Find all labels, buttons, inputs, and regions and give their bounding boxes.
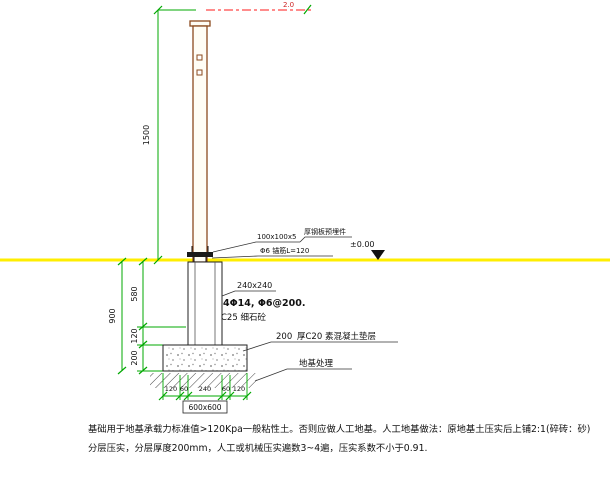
rebar-note-label: 4Φ14, Φ6@200. xyxy=(223,298,305,309)
overall-dim-label: 600x600 xyxy=(188,403,221,412)
cushion-block xyxy=(162,344,248,372)
pole-hole xyxy=(196,54,203,61)
elevation-marker: ±0.00 xyxy=(350,240,385,260)
elevation-label: ±0.00 xyxy=(350,240,375,249)
concrete-note-label: C25 细石砼 xyxy=(221,312,266,323)
annotation-cushion: 200 厚C20 素混凝土垫层 xyxy=(242,331,398,352)
dim-200-label: 200 xyxy=(130,350,139,365)
dim-seg-label: 120 xyxy=(165,385,177,393)
pole-cap xyxy=(189,20,211,27)
leader-line xyxy=(221,290,276,297)
pole xyxy=(189,20,211,263)
general-note-line-1: 基础用于地基承载力标准值>120Kpa一般粘性土。否则应做人工地基。人工地基做法… xyxy=(88,424,591,435)
dim-900-label: 900 xyxy=(108,308,117,323)
annotation-subgrade: 地基处理 xyxy=(254,358,352,382)
dim-seg-label: 120 xyxy=(233,385,245,393)
dim-tick xyxy=(153,5,163,15)
dim-tick xyxy=(217,391,227,401)
plate-note-label: 厚钢板预埋件 xyxy=(304,227,346,236)
anchor-note-label: Φ6 锚筋L=120 xyxy=(260,246,309,255)
dim-tick xyxy=(303,4,312,15)
dim-tick xyxy=(117,257,127,266)
annotation-column-section: 240x240 xyxy=(221,281,276,297)
dim-tick xyxy=(158,391,168,401)
elevation-triangle-icon xyxy=(371,250,385,260)
dimensions-bottom: 120 60 240 60 120 600x600 xyxy=(158,373,252,414)
dim-tick xyxy=(138,366,148,375)
dim-tick xyxy=(117,366,127,375)
dim-580-label: 580 xyxy=(130,286,139,301)
foundation-column xyxy=(187,261,223,346)
dim-tick xyxy=(225,391,235,401)
dim-1500-label: 1500 xyxy=(142,125,151,145)
dim-tick xyxy=(138,257,148,266)
pole-body xyxy=(192,25,208,263)
subgrade-note-label: 地基处理 xyxy=(299,358,334,369)
cushion-thickness-label: 200 xyxy=(276,332,292,342)
concrete-cushion xyxy=(162,344,248,372)
leader-line xyxy=(211,255,333,259)
dim-tick xyxy=(175,391,185,401)
centerline-elevation-label: 2.0 xyxy=(283,1,294,9)
column-section-label: 240x240 xyxy=(237,281,272,290)
dim-seg-label: 60 xyxy=(222,385,230,393)
dimensions-left: 900 580 120 200 xyxy=(108,257,186,375)
dim-120-label: 120 xyxy=(130,328,139,343)
dim-seg-label: 60 xyxy=(180,385,188,393)
plate-size-label: 100x100x5 xyxy=(257,233,296,241)
dim-tick xyxy=(138,322,148,331)
steel-base-plate xyxy=(187,252,213,257)
top-centerline: 2.0 xyxy=(206,1,314,15)
cushion-note-label: 厚C20 素混凝土垫层 xyxy=(297,331,376,342)
dimension-pole-height: 1500 xyxy=(142,5,196,265)
dim-tick xyxy=(153,255,163,265)
general-note-line-2: 分层压实，分层厚度200mm，人工或机械压实遍数3~4遍，压实系数不小于0.91… xyxy=(88,443,428,454)
overall-dim-box xyxy=(182,400,228,414)
column-outline xyxy=(187,261,223,346)
dim-seg-label: 240 xyxy=(199,385,211,393)
dim-tick xyxy=(183,391,193,401)
annotation-anchor-bars: Φ6 锚筋L=120 xyxy=(211,246,333,259)
pole-hole xyxy=(196,69,203,76)
leader-line xyxy=(299,236,352,243)
dim-tick xyxy=(242,391,252,401)
annotation-steel-plate: 100x100x5 厚钢板预埋件 xyxy=(212,227,352,253)
annotation-rebar: 4Φ14, Φ6@200. C25 细石砼 xyxy=(221,298,305,323)
leader-line xyxy=(242,341,398,352)
leader-line xyxy=(254,368,352,382)
dim-tick xyxy=(138,340,148,349)
leader-line xyxy=(212,241,300,253)
